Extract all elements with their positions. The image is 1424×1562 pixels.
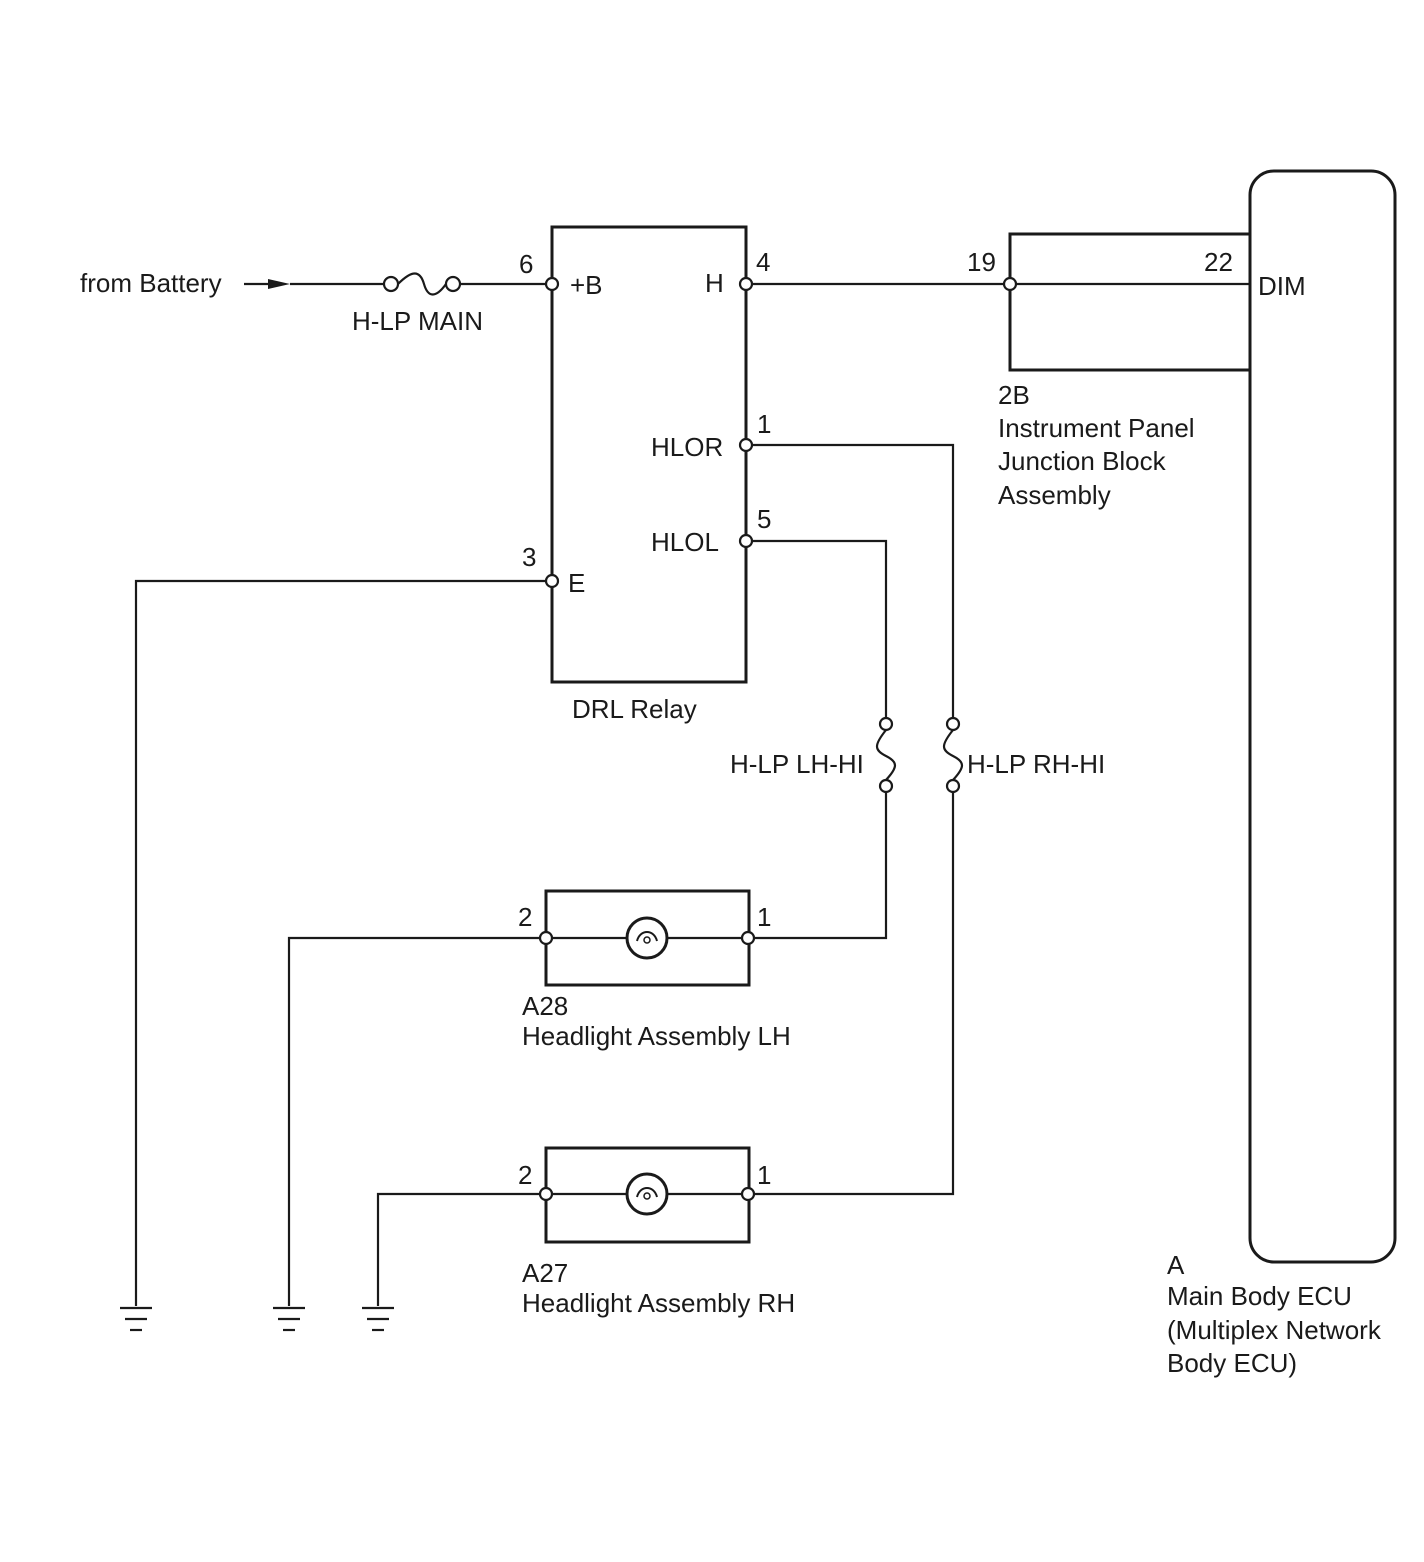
wire-a28-to-ground xyxy=(287,936,540,1306)
relay-pin-4-number: 4 xyxy=(756,247,770,277)
a28-pin-1-terminal xyxy=(740,930,756,946)
ground-icon xyxy=(120,1306,152,1332)
relay-pin-1-number: 1 xyxy=(757,409,771,439)
a27-pin-1-number: 1 xyxy=(757,1160,771,1190)
wire-relay-e-to-ground xyxy=(134,579,546,1306)
ecu-name-line-3: Body ECU) xyxy=(1167,1348,1297,1378)
fuse-h-lp-main-label: H-LP MAIN xyxy=(352,306,483,336)
fuse-h-lp-main-icon xyxy=(382,272,462,296)
junction-block-name-line-2: Junction Block xyxy=(998,446,1167,476)
fuse-rh-hi-icon xyxy=(942,716,964,794)
a27-pin-1-terminal xyxy=(740,1186,756,1202)
relay-pin-6-number: 6 xyxy=(519,249,533,279)
relay-pin-hlol-name: HLOL xyxy=(651,527,719,557)
fuse-lh-hi-icon xyxy=(875,716,897,794)
a28-pin-2-terminal xyxy=(538,930,554,946)
ecu-name-line-2: (Multiplex Network xyxy=(1167,1315,1382,1345)
wire-hlol-to-lh-fuse xyxy=(752,539,888,717)
drl-relay-box xyxy=(550,225,748,684)
relay-pin-6-terminal xyxy=(544,276,560,292)
relay-pin-h-name: H xyxy=(705,268,724,298)
wire-lh-fuse-to-a28 xyxy=(754,792,888,940)
wire-hlor-to-rh-fuse xyxy=(752,443,955,717)
relay-pin-4-terminal xyxy=(738,276,754,292)
relay-pin-1-terminal xyxy=(738,437,754,453)
headlight-lh-name: Headlight Assembly LH xyxy=(522,1021,791,1051)
junction-block-box xyxy=(1008,232,1250,372)
a28-pin-1-number: 1 xyxy=(757,902,771,932)
junction-block-code: 2B xyxy=(998,380,1030,410)
ecu-code: A xyxy=(1167,1250,1185,1280)
relay-pin-5-terminal xyxy=(738,533,754,549)
relay-pin-5-number: 5 xyxy=(757,504,771,534)
wire-a27-to-ground xyxy=(376,1192,540,1306)
ecu-pin-dim-name: DIM xyxy=(1258,271,1306,301)
relay-pin-hlor-name: HLOR xyxy=(651,432,723,462)
ecu-name-line-1: Main Body ECU xyxy=(1167,1281,1352,1311)
junction-pin-19-number: 19 xyxy=(967,247,996,277)
relay-pin-b-plus-name: +B xyxy=(570,270,603,300)
headlight-rh-name: Headlight Assembly RH xyxy=(522,1288,795,1318)
battery-arrow-icon xyxy=(244,279,290,289)
headlight-rh-code: A27 xyxy=(522,1258,568,1288)
headlight-lh-code: A28 xyxy=(522,991,568,1021)
junction-block-name-line-1: Instrument Panel xyxy=(998,413,1195,443)
bulb-lh-icon xyxy=(625,916,669,960)
drl-relay-label: DRL Relay xyxy=(572,694,697,724)
ground-icon xyxy=(362,1306,394,1332)
a27-pin-2-terminal xyxy=(538,1186,554,1202)
main-body-ecu-box xyxy=(1248,169,1397,1264)
junction-pin-22-number: 22 xyxy=(1204,247,1233,277)
a28-pin-2-number: 2 xyxy=(518,902,532,932)
from-battery-label: from Battery xyxy=(80,268,222,298)
wire-rh-fuse-to-a27 xyxy=(754,792,955,1196)
ground-icon xyxy=(273,1306,305,1332)
relay-pin-e-name: E xyxy=(568,568,585,598)
junction-block-name-line-3: Assembly xyxy=(998,480,1111,510)
a27-pin-2-number: 2 xyxy=(518,1160,532,1190)
fuse-rh-hi-label: H-LP RH-HI xyxy=(967,749,1105,779)
bulb-rh-icon xyxy=(625,1172,669,1216)
relay-pin-3-number: 3 xyxy=(522,542,536,572)
relay-pin-3-terminal xyxy=(544,573,560,589)
junction-pin-19-terminal xyxy=(1002,276,1018,292)
fuse-lh-hi-label: H-LP LH-HI xyxy=(730,749,864,779)
